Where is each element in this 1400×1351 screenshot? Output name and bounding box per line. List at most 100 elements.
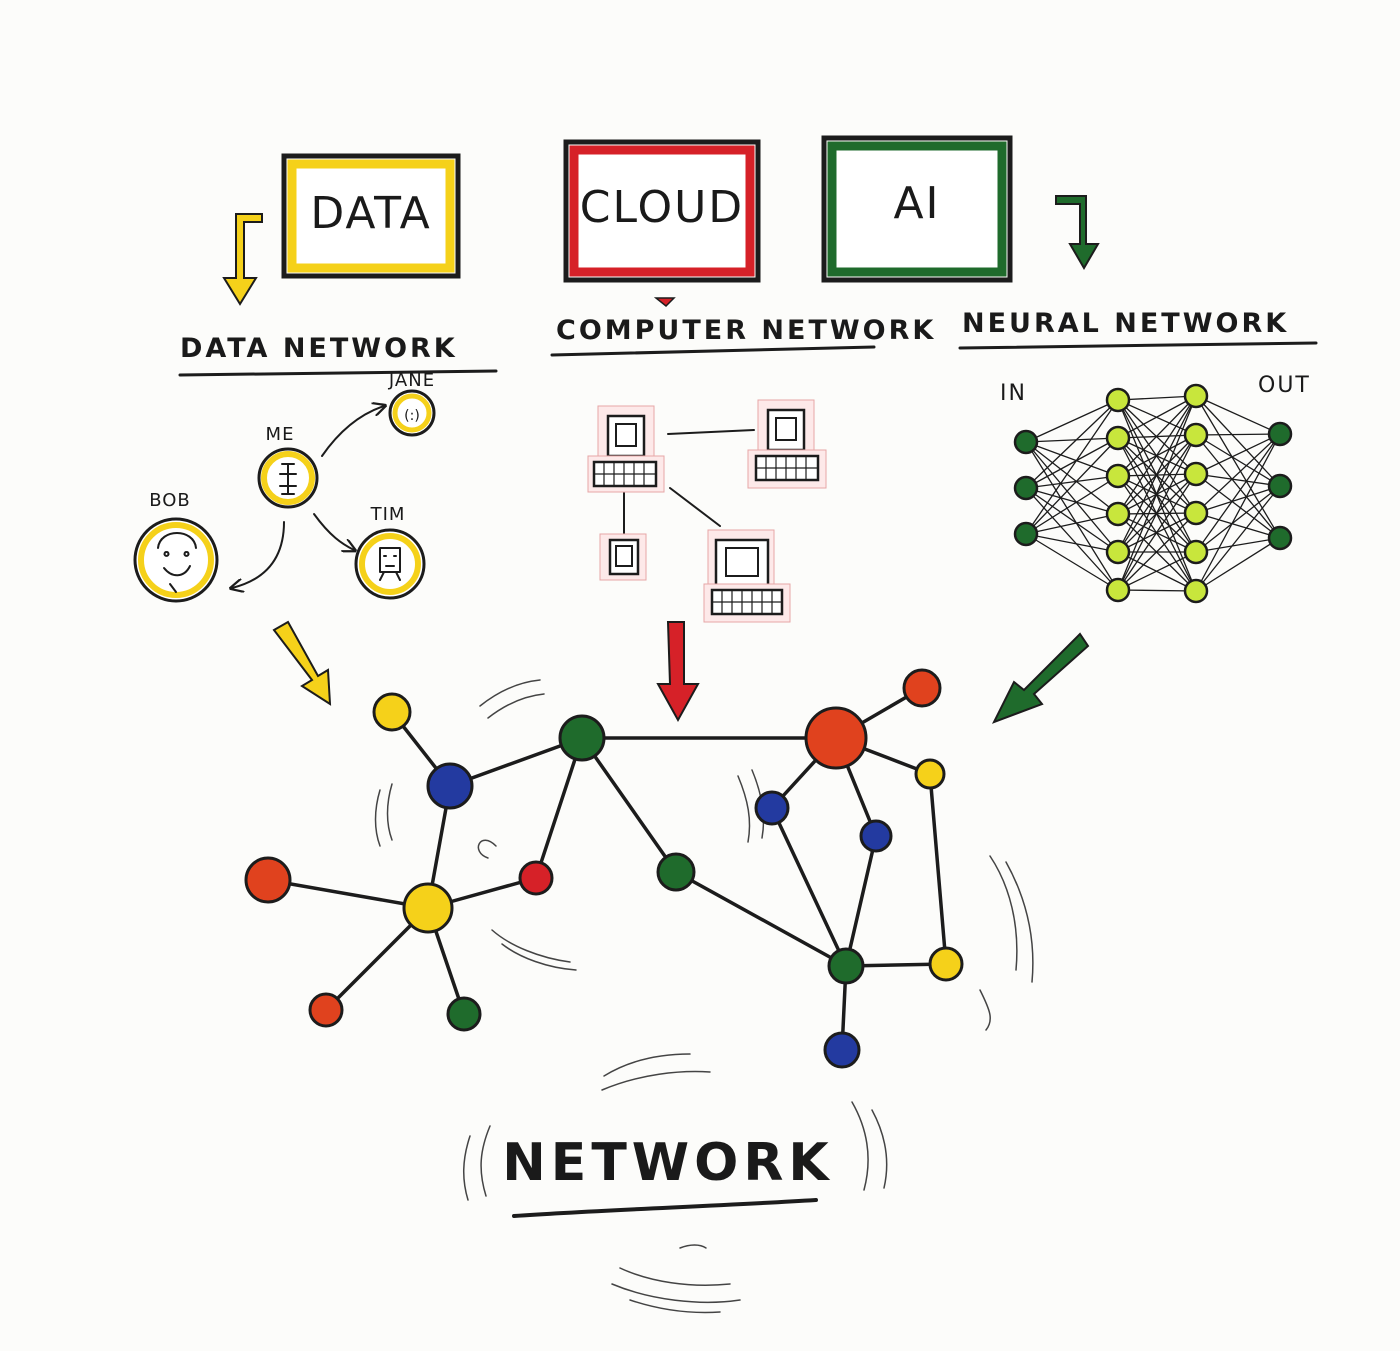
data-bent-arrow-icon <box>222 213 263 306</box>
network-node-blue <box>859 819 893 853</box>
cloud-drip-icon <box>653 297 676 308</box>
motion-lines <box>374 679 1034 1314</box>
computer-3 <box>599 533 647 581</box>
network-node-yellow <box>914 758 946 790</box>
data-box-label: DATA <box>310 188 431 239</box>
heading-underline <box>178 369 498 377</box>
neuron-node <box>1105 387 1131 413</box>
network-edge <box>674 870 848 968</box>
neural-edge <box>1117 395 1197 515</box>
neural-edge <box>1025 399 1119 489</box>
network-node-yellow <box>928 946 964 982</box>
neural-edge <box>1117 473 1197 591</box>
network-edge <box>266 878 430 910</box>
network-node-orange <box>804 706 868 770</box>
neural-edge <box>1025 533 1119 591</box>
neural-edge <box>1025 487 1119 591</box>
neuron-node <box>1183 539 1209 565</box>
neural-edge <box>1195 485 1281 553</box>
robot-icon <box>379 547 401 581</box>
neural-edge <box>1025 437 1119 443</box>
neuron-node <box>1013 475 1039 501</box>
neural-edge <box>1025 441 1119 553</box>
neuron-node <box>1105 539 1131 565</box>
face-icon <box>157 532 197 593</box>
neural-edge <box>1195 473 1281 487</box>
heading-data-network: DATA NETWORK <box>180 333 458 364</box>
neural-edge <box>1195 485 1281 592</box>
label-in: IN <box>1000 381 1027 406</box>
cloud-box-label: CLOUD <box>580 182 744 233</box>
neural-edge <box>1025 487 1119 515</box>
people-network: ME (:) JANE BOB TIM <box>133 370 436 603</box>
neuron-node <box>1013 521 1039 547</box>
network-edge <box>928 772 948 966</box>
neural-edge <box>1025 487 1119 553</box>
network-node-green <box>656 852 696 892</box>
neural-edge <box>1117 434 1197 591</box>
computer-4 <box>703 529 791 623</box>
green-arrow-icon <box>991 632 1090 724</box>
network-nodes <box>244 668 964 1069</box>
yellow-arrow-icon <box>272 620 332 706</box>
person-me: ME <box>257 424 319 509</box>
neural-edge <box>1195 434 1281 487</box>
neural-edge <box>1117 395 1197 477</box>
heading-neural-network: NEURAL NETWORK <box>962 308 1289 339</box>
neural-edge <box>1195 537 1281 592</box>
network-edge <box>534 736 584 880</box>
network-edge <box>844 834 878 968</box>
neuron-node <box>1105 501 1131 527</box>
edge-me-tim <box>313 513 354 550</box>
neural-edge <box>1117 589 1197 592</box>
neural-edge <box>1025 441 1119 591</box>
computer-network <box>587 399 827 623</box>
computer-2 <box>747 399 827 489</box>
network-node-green <box>827 947 865 985</box>
title-underline <box>512 1198 818 1218</box>
red-arrow-icon <box>656 621 700 723</box>
neural-edge <box>1025 399 1119 443</box>
neural-edge <box>1195 433 1281 436</box>
ai-box: AI <box>821 135 1013 283</box>
neural-edge <box>1025 475 1119 535</box>
edge-me-bob <box>232 521 285 588</box>
network-node-green <box>446 996 482 1032</box>
neuron-node <box>1183 500 1209 526</box>
edge-me-jane <box>321 406 384 457</box>
label-tim: TIM <box>370 504 406 525</box>
neural-edge <box>1025 399 1119 535</box>
ai-box-label: AI <box>893 178 940 229</box>
neural-edge <box>1025 437 1119 535</box>
network-node-orange <box>308 992 344 1028</box>
neuron-node <box>1183 383 1209 409</box>
data-box: DATA <box>281 153 461 279</box>
network-node-red <box>518 860 554 896</box>
network-node-blue <box>426 762 474 810</box>
network-node-blue <box>823 1031 861 1069</box>
neuron-node <box>1183 461 1209 487</box>
cloud-box: CLOUD <box>563 139 761 308</box>
neural-edge <box>1195 395 1281 435</box>
neural-edge <box>1025 441 1119 515</box>
neural-edge <box>1117 551 1197 591</box>
person-bob: BOB <box>133 490 219 603</box>
neural-edge <box>1195 433 1281 514</box>
neural-edge <box>1025 441 1119 477</box>
edge-computer <box>667 429 755 435</box>
neural-edges <box>1025 395 1281 592</box>
neuron-node <box>1013 429 1039 455</box>
neural-edge <box>1195 537 1281 553</box>
label-bob: BOB <box>149 490 191 511</box>
bug-icon <box>279 463 297 495</box>
neuron-node <box>1105 425 1131 451</box>
neural-edge <box>1117 395 1197 591</box>
network-edge <box>770 806 848 968</box>
neuron-node <box>1105 577 1131 603</box>
network-node-green <box>558 714 606 762</box>
main-network <box>244 668 1034 1314</box>
network-node-orange <box>902 668 942 708</box>
neural-edge <box>1195 433 1281 475</box>
person-jane: (:) JANE <box>388 370 436 437</box>
